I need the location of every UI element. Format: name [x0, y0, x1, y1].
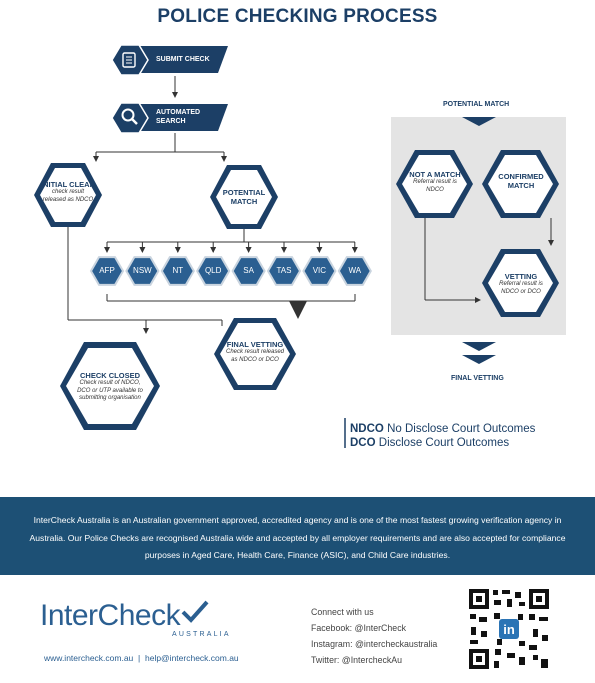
- legend-ndco-abbr: NDCO: [350, 423, 384, 435]
- connect-block: Connect with us Facebook: @InterCheck In…: [311, 604, 437, 668]
- state-arrows: [104, 242, 358, 253]
- logo-subtitle: AUSTRALIA: [172, 631, 231, 638]
- state-hex-tas: [266, 256, 302, 286]
- state-hex-sa: [231, 256, 266, 286]
- state-label-afp: AFP: [99, 266, 115, 275]
- connect-heading: Connect with us: [311, 607, 374, 617]
- check-closed-hex: [60, 342, 160, 430]
- initial-clear-body: check result released as NDCO: [42, 189, 94, 203]
- final-vetting-title: FINAL VETTING: [226, 340, 284, 349]
- state-hex-nt: [160, 256, 195, 286]
- automated-search-step: [111, 102, 228, 134]
- check-closed-body: Check result of NDCO, DCO or UTP availab…: [77, 380, 143, 401]
- state-label-nsw: NSW: [133, 266, 152, 275]
- linkedin-icon: in: [503, 622, 515, 637]
- legend-ndco: NDCO No Disclose Court Outcomes: [350, 423, 535, 435]
- state-hex-wa: [337, 256, 372, 286]
- intercheck-logo: InterCheck: [40, 599, 210, 633]
- legend-ndco-text: No Disclose Court Outcomes: [387, 423, 536, 435]
- footer-separator: |: [138, 653, 141, 663]
- not-a-match-hex: [396, 150, 473, 218]
- check-closed-text: CHECK CLOSED Check result of NDCO, DCO o…: [74, 371, 146, 403]
- website-link[interactable]: www.intercheck.com.au: [44, 653, 134, 663]
- side-panel-bottom-arrow-2: [462, 355, 496, 364]
- state-label-sa: SA: [243, 266, 254, 275]
- initial-clear-text: INITIAL CLEAR check result released as N…: [40, 180, 96, 204]
- not-a-match-text: NOT A MATCH Referral result is NDCO: [405, 170, 465, 194]
- vetting-body: Referral result is NDCO or DCO: [499, 281, 543, 295]
- side-panel-top-arrow: [462, 117, 496, 126]
- document-icon: [122, 52, 136, 68]
- state-label-wa: WA: [348, 266, 362, 275]
- state-hexes: [89, 256, 372, 286]
- qr-code[interactable]: in: [467, 587, 551, 671]
- footer-links: www.intercheck.com.au | help@intercheck.…: [44, 653, 239, 663]
- automated-label-line2: SEARCH: [156, 117, 186, 125]
- instagram-link[interactable]: Instagram: @intercheckaustralia: [311, 639, 438, 649]
- state-hex-qld: [196, 256, 231, 286]
- automated-label-line1: AUTOMATED: [156, 109, 201, 116]
- submit-check-label: SUBMIT CHECK: [156, 56, 210, 63]
- side-panel-bottom-arrow: [462, 342, 496, 351]
- not-a-match-title: NOT A MATCH: [409, 170, 461, 179]
- linkedin-badge: [499, 619, 519, 639]
- not-a-match-body: Referral result is NDCO: [413, 179, 457, 193]
- final-vetting-hex: [214, 318, 296, 390]
- side-footer: FINAL VETTING: [451, 375, 504, 382]
- magnifier-icon: [121, 108, 135, 122]
- initial-clear-hex: [34, 163, 102, 227]
- final-vetting-text: FINAL VETTING Check result released as N…: [224, 340, 286, 364]
- logo-name: InterCheck: [40, 599, 181, 632]
- side-heading: POTENTIAL MATCH: [443, 101, 510, 108]
- email-link[interactable]: help@intercheck.com.au: [144, 653, 239, 663]
- confirmed-match-title: CONFIRMED MATCH: [498, 172, 544, 190]
- vetting-hex: [482, 249, 559, 317]
- page-title: POLICE CHECKING PROCESS: [157, 6, 438, 27]
- initial-clear-title: INITIAL CLEAR: [40, 180, 96, 189]
- potential-match-text: POTENTIAL MATCH: [222, 188, 266, 206]
- state-label-tas: TAS: [276, 266, 292, 275]
- facebook-link[interactable]: Facebook: @InterCheck: [311, 623, 406, 633]
- legend-dco: DCO Disclose Court Outcomes: [350, 437, 509, 449]
- state-label-nt: NT: [172, 266, 184, 275]
- potential-match-hex: [210, 165, 278, 229]
- automated-search-label: AUTOMATED SEARCH: [156, 109, 200, 126]
- legend-dco-text: Disclose Court Outcomes: [378, 437, 510, 449]
- state-label-qld: QLD: [204, 266, 222, 275]
- legend-dco-abbr: DCO: [350, 437, 376, 449]
- check-closed-title: CHECK CLOSED: [79, 371, 140, 380]
- potential-match-title: POTENTIAL MATCH: [222, 188, 266, 206]
- vetting-text: VETTING Referral result is NDCO or DCO: [493, 272, 549, 296]
- info-band: [0, 497, 595, 575]
- state-hex-vic: [302, 256, 337, 286]
- checkmark-icon: [181, 600, 209, 623]
- confirmed-match-hex: [482, 150, 559, 218]
- state-hex-afp: [89, 256, 125, 286]
- state-hex-nsw: [125, 256, 160, 286]
- state-label-vic: VIC: [312, 266, 327, 275]
- submit-check-step: [111, 44, 228, 76]
- final-vetting-body: Check result released as NDCO or DCO: [225, 349, 285, 363]
- vetting-title: VETTING: [504, 272, 538, 281]
- info-text: InterCheck Australia is an Australian go…: [29, 515, 566, 560]
- twitter-link[interactable]: Twitter: @IntercheckAu: [311, 655, 403, 665]
- confirmed-match-text: CONFIRMED MATCH: [497, 172, 545, 190]
